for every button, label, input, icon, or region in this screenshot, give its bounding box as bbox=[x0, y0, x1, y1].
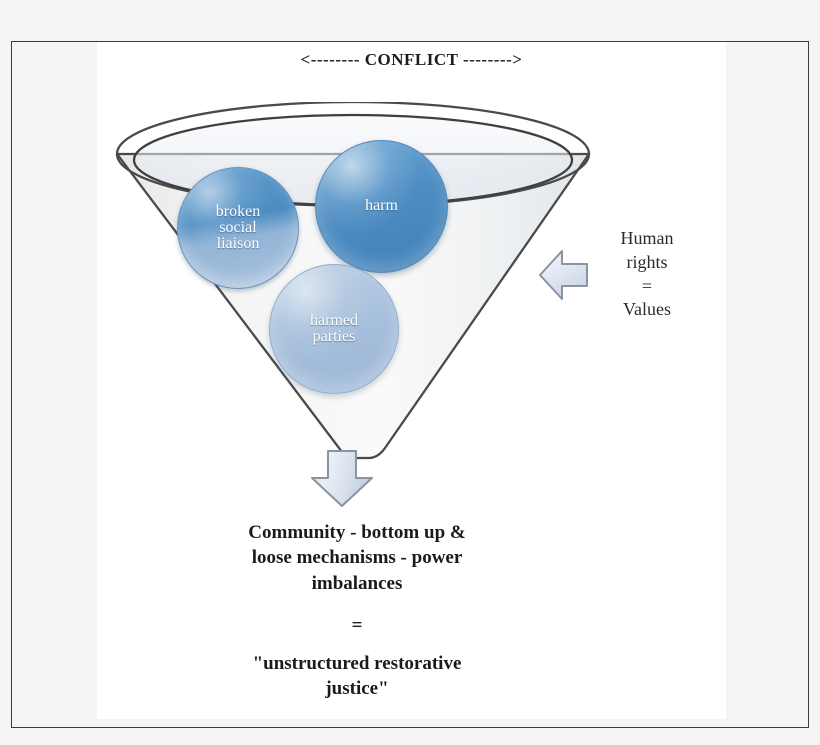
caption-main-text: Community - bottom up & loose mechanisms… bbox=[248, 522, 466, 594]
bubble-harm[interactable]: harm bbox=[315, 140, 448, 273]
human-rights-line-3: = bbox=[641, 275, 653, 296]
human-rights-line-1: Human bbox=[620, 228, 674, 248]
bubble-harmed-parties[interactable]: harmed parties bbox=[269, 264, 399, 394]
conflict-header-label: <-------- CONFLICT --------> bbox=[300, 50, 523, 69]
bubble-broken-social-liaison[interactable]: broken social liaison bbox=[177, 167, 299, 289]
down-arrow-icon bbox=[311, 450, 373, 507]
human-rights-text: Human rights = Values bbox=[599, 227, 695, 322]
bubble-broken-social-liaison-label: broken social liaison bbox=[215, 202, 261, 253]
caption-conclusion-text: "unstructured restorative justice" bbox=[252, 653, 462, 700]
figure-frame: <-------- CONFLICT --------> bbox=[11, 41, 809, 728]
human-rights-line-4: Values bbox=[623, 299, 671, 320]
bubble-harmed-parties-label: harmed parties bbox=[310, 311, 358, 345]
diagram-canvas: <-------- CONFLICT --------> bbox=[97, 42, 726, 719]
bottom-caption: Community - bottom up & loose mechanisms… bbox=[117, 520, 597, 702]
bubble-harm-label: harm bbox=[365, 197, 398, 215]
human-rights-annotation: Human rights = Values bbox=[537, 227, 722, 322]
caption-equals-sign: = bbox=[351, 614, 363, 636]
human-rights-line-2: rights bbox=[626, 251, 668, 272]
left-arrow-icon bbox=[539, 249, 588, 300]
